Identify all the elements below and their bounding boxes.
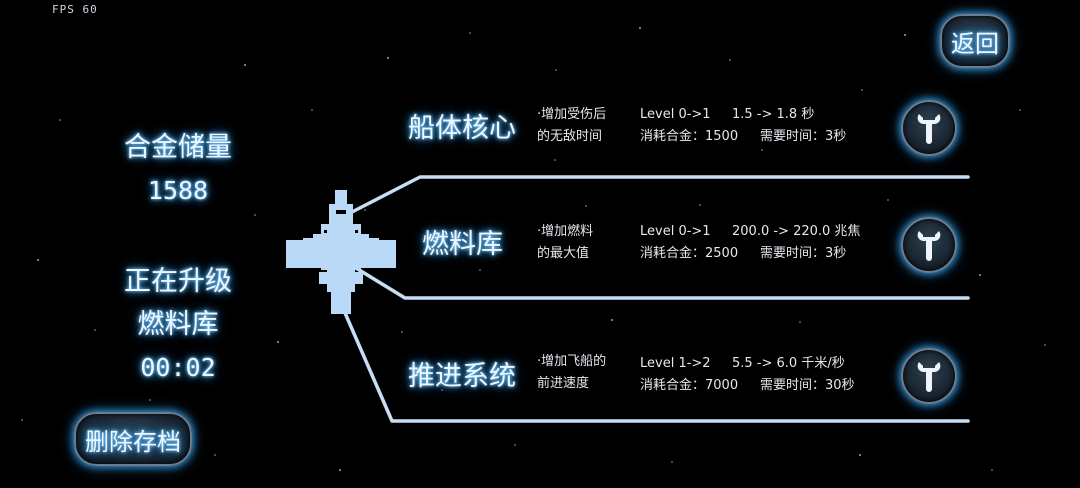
upgrading-countdown: 00:02 xyxy=(140,353,216,382)
alloy-reserve-panel: 合金储量 1588 xyxy=(88,126,268,212)
upgrade-button-fuel-tank[interactable] xyxy=(901,217,957,273)
module-title-hull-core: 船体核心 xyxy=(408,113,516,144)
delete-save-button-label: 删除存档 xyxy=(85,427,181,456)
pixel-spaceship-icon xyxy=(286,190,396,314)
alloy-reserve-label: 合金储量 xyxy=(124,132,232,163)
module-value-change: 5.5 -> 6.0 千米/秒 xyxy=(732,356,845,371)
module-title-propulsion: 推进系统 xyxy=(408,361,516,392)
module-cost: 消耗合金：7000 xyxy=(640,378,739,393)
module-desc-line: 的无敌时间 xyxy=(537,129,603,144)
upgrading-module-name: 燃料库 xyxy=(137,309,219,340)
module-level: Level 0->1 xyxy=(640,107,711,122)
module-desc-line: 前进速度 xyxy=(537,376,590,391)
module-desc-fuel-tank: ·增加燃料 的最大值 xyxy=(537,221,593,265)
module-time: 需要时间：3秒 xyxy=(760,246,847,261)
wrench-icon xyxy=(917,231,941,261)
module-desc-line: ·增加飞船的 xyxy=(537,354,607,369)
module-info-propulsion: Level 1->2 5.5 -> 6.0 千米/秒 消耗合金：7000 需要时间：… xyxy=(640,353,855,397)
wrench-icon xyxy=(917,114,941,144)
upgrading-label: 正在升级 xyxy=(124,266,232,297)
module-title-fuel-tank: 燃料库 xyxy=(422,229,503,260)
module-desc-hull-core: ·增加受伤后 的无敌时间 xyxy=(537,104,606,148)
wrench-icon xyxy=(917,362,941,392)
delete-save-button[interactable]: 删除存档 xyxy=(74,412,192,466)
upgrade-button-propulsion[interactable] xyxy=(901,348,957,404)
module-info-fuel-tank: Level 0->1 200.0 -> 220.0 兆焦 消耗合金：2500 需要时… xyxy=(640,221,860,265)
module-cost: 消耗合金：1500 xyxy=(640,129,739,144)
module-level: Level 1->2 xyxy=(640,356,711,371)
upgrade-button-hull-core[interactable] xyxy=(901,100,957,156)
module-desc-propulsion: ·增加飞船的 前进速度 xyxy=(537,351,606,395)
back-button[interactable]: 返回 xyxy=(940,14,1010,68)
module-desc-line: 的最大值 xyxy=(537,246,590,261)
upgrading-status-panel: 正在升级 燃料库 00:02 xyxy=(88,260,268,389)
back-button-label: 返回 xyxy=(951,29,999,58)
module-value-change: 200.0 -> 220.0 兆焦 xyxy=(732,224,861,239)
module-time: 需要时间：3秒 xyxy=(760,129,847,144)
module-desc-line: ·增加受伤后 xyxy=(537,107,607,122)
module-info-hull-core: Level 0->1 1.5 -> 1.8 秒 消耗合金：1500 需要时间：3秒 xyxy=(640,104,846,148)
fps-counter: FPS 60 xyxy=(52,3,98,16)
alloy-reserve-value: 1588 xyxy=(147,176,209,205)
module-level: Level 0->1 xyxy=(640,224,711,239)
module-cost: 消耗合金：2500 xyxy=(640,246,739,261)
module-time: 需要时间：30秒 xyxy=(760,378,855,393)
module-value-change: 1.5 -> 1.8 秒 xyxy=(732,107,815,122)
module-desc-line: ·增加燃料 xyxy=(537,224,594,239)
